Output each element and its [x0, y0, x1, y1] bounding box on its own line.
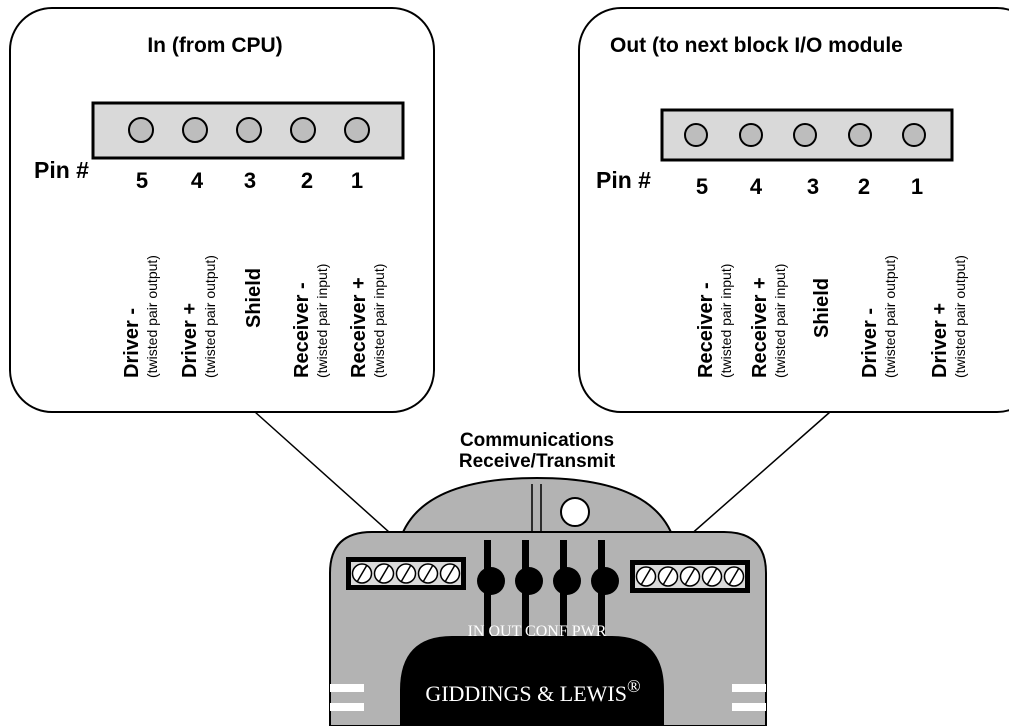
right-pin-5-name: Receiver -	[695, 282, 717, 378]
module-top-dome	[398, 476, 676, 541]
brand-name: GIDDINGS & LEWIS®	[425, 676, 640, 706]
right-pin-5-hole	[684, 123, 708, 147]
right-panel-title: Out (to next block I/O module	[610, 34, 903, 57]
left-panel-title: In (from CPU)	[147, 34, 282, 57]
right-pin-4-name: Receiver +	[749, 277, 771, 378]
left-pin-2-note: (twisted pair input)	[314, 264, 330, 378]
right-pin-3-hole	[793, 123, 817, 147]
left-pin-2-hole	[290, 117, 316, 143]
right-callout-panel: Out (to next block I/O module Pin # 5 4 …	[578, 7, 1009, 413]
right-pin-2-name: Driver -	[859, 308, 881, 378]
right-pin-number-2: 2	[858, 174, 870, 199]
left-pin-number-5: 5	[136, 168, 148, 193]
left-pin-4-name: Driver +	[179, 303, 201, 378]
left-pin-2-name: Receiver -	[291, 282, 313, 378]
right-pin-1-hole	[902, 123, 926, 147]
right-pin-3-name: Shield	[811, 278, 833, 338]
comms-label-line2: Receive/Transmit	[459, 451, 616, 472]
left-pin-5-hole	[128, 117, 154, 143]
left-callout-panel: In (from CPU) Pin # 5 4 3 2 1 Driver - (…	[9, 7, 435, 413]
right-leader-line	[671, 411, 831, 552]
left-pin-3-name: Shield	[243, 268, 265, 328]
right-pin-number-1: 1	[911, 174, 923, 199]
right-pin-1-note: (twisted pair output)	[952, 255, 968, 378]
left-pin-3-hole	[236, 117, 262, 143]
right-vent-1	[732, 684, 766, 692]
right-terminal-screws	[635, 566, 745, 587]
led-in	[477, 567, 505, 595]
module-mounting-hole	[560, 497, 590, 527]
right-pin-4-hole	[739, 123, 763, 147]
left-vent-2	[330, 703, 364, 711]
left-pin-5-name: Driver -	[121, 308, 143, 378]
left-pin-number-2: 2	[301, 168, 313, 193]
left-pin-number-4: 4	[191, 168, 204, 193]
left-pin-1-hole	[344, 117, 370, 143]
led-conf	[553, 567, 581, 595]
right-pin-5-note: (twisted pair input)	[718, 264, 734, 378]
io-module: IN OUT CONF PWR GIDDINGS & LEWIS®	[329, 476, 767, 726]
left-pin-number-3: 3	[244, 168, 256, 193]
left-leader-line	[254, 411, 409, 550]
left-pin-1-note: (twisted pair input)	[371, 264, 387, 378]
module-face-panel	[400, 636, 664, 726]
led-pwr	[591, 567, 619, 595]
right-vent-2	[732, 703, 766, 711]
left-pin-4-note: (twisted pair output)	[202, 255, 218, 378]
right-pin-4-note: (twisted pair input)	[772, 264, 788, 378]
left-pin-number-1: 1	[351, 168, 363, 193]
left-terminal-screws	[351, 563, 461, 584]
left-pin-4-hole	[182, 117, 208, 143]
left-pin-1-name: Receiver +	[348, 277, 370, 378]
left-pin-5-note: (twisted pair output)	[144, 255, 160, 378]
left-vent-1	[330, 684, 364, 692]
right-pin-number-5: 5	[696, 174, 708, 199]
right-pin-number-3: 3	[807, 174, 819, 199]
left-pin-header: Pin #	[34, 157, 89, 183]
right-pin-header: Pin #	[596, 167, 651, 193]
right-pin-1-name: Driver +	[929, 303, 951, 378]
right-pin-2-hole	[848, 123, 872, 147]
led-labels: IN OUT CONF PWR	[468, 623, 607, 640]
comms-label-line1: Communications	[460, 430, 614, 451]
right-pin-number-4: 4	[750, 174, 763, 199]
right-pin-2-note: (twisted pair output)	[882, 255, 898, 378]
led-out	[515, 567, 543, 595]
